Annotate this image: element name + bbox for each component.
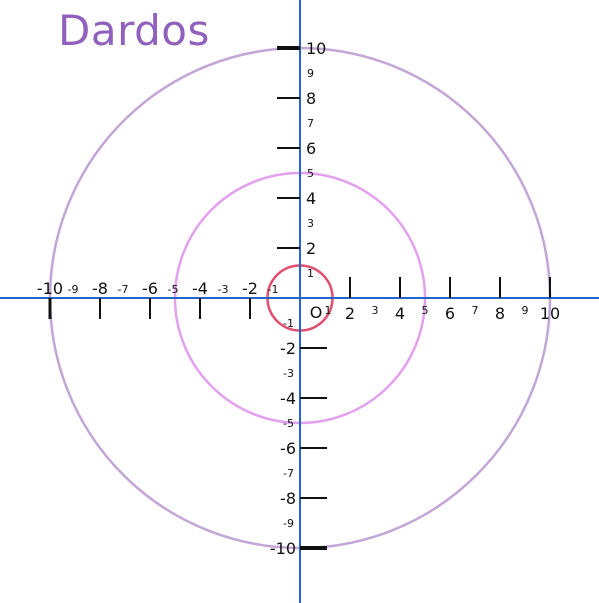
y-tick-label-8: 8 [306, 89, 316, 108]
x-minor-label--5: -5 [168, 283, 179, 296]
x-minor-label-9: 9 [522, 304, 529, 317]
x-tick-label-8: 8 [495, 304, 505, 323]
y-minor-label-7: 7 [307, 117, 314, 130]
y-minor-label--9: -9 [283, 517, 294, 530]
y-tick-label-4: 4 [306, 189, 316, 208]
y-tick-label--4: -4 [280, 389, 296, 408]
y-minor-label--5: -5 [283, 417, 294, 430]
x-minor-label--3: -3 [218, 283, 229, 296]
y-tick-label--10: -10 [270, 539, 296, 558]
x-tick-label--6: -6 [142, 279, 158, 298]
y-tick-label--8: -8 [280, 489, 296, 508]
x-tick-label-4: 4 [395, 304, 405, 323]
x-tick-label-6: 6 [445, 304, 455, 323]
y-minor-label-1: 1 [307, 267, 314, 280]
x-tick-label--8: -8 [92, 279, 108, 298]
x-minor-label-3: 3 [372, 304, 379, 317]
x-tick-label--10: -10 [37, 279, 63, 298]
y-minor-label-5: 5 [307, 167, 314, 180]
y-tick-label-10: 10 [306, 39, 326, 58]
y-tick-label--2: -2 [280, 339, 296, 358]
y-minor-label--1: -1 [283, 317, 294, 330]
x-tick-label-2: 2 [345, 304, 355, 323]
origin-label: O [310, 303, 323, 322]
x-minor-label--1: -1 [268, 283, 279, 296]
y-tick-label--6: -6 [280, 439, 296, 458]
x-tick-label--4: -4 [192, 279, 208, 298]
x-tick-label-10: 10 [540, 304, 560, 323]
x-minor-label-7: 7 [472, 304, 479, 317]
x-minor-label-5: 5 [422, 304, 429, 317]
y-tick-label-6: 6 [306, 139, 316, 158]
x-minor-label-1: 1 [325, 304, 332, 317]
y-tick-label-2: 2 [306, 239, 316, 258]
x-tick-label--2: -2 [242, 279, 258, 298]
x-minor-label--9: -9 [68, 283, 79, 296]
y-minor-label--7: -7 [283, 467, 294, 480]
y-minor-label-9: 9 [307, 67, 314, 80]
page-title: Dardos [58, 6, 210, 55]
y-minor-label-3: 3 [307, 217, 314, 230]
y-minor-label--3: -3 [283, 367, 294, 380]
x-minor-label--7: -7 [118, 283, 129, 296]
